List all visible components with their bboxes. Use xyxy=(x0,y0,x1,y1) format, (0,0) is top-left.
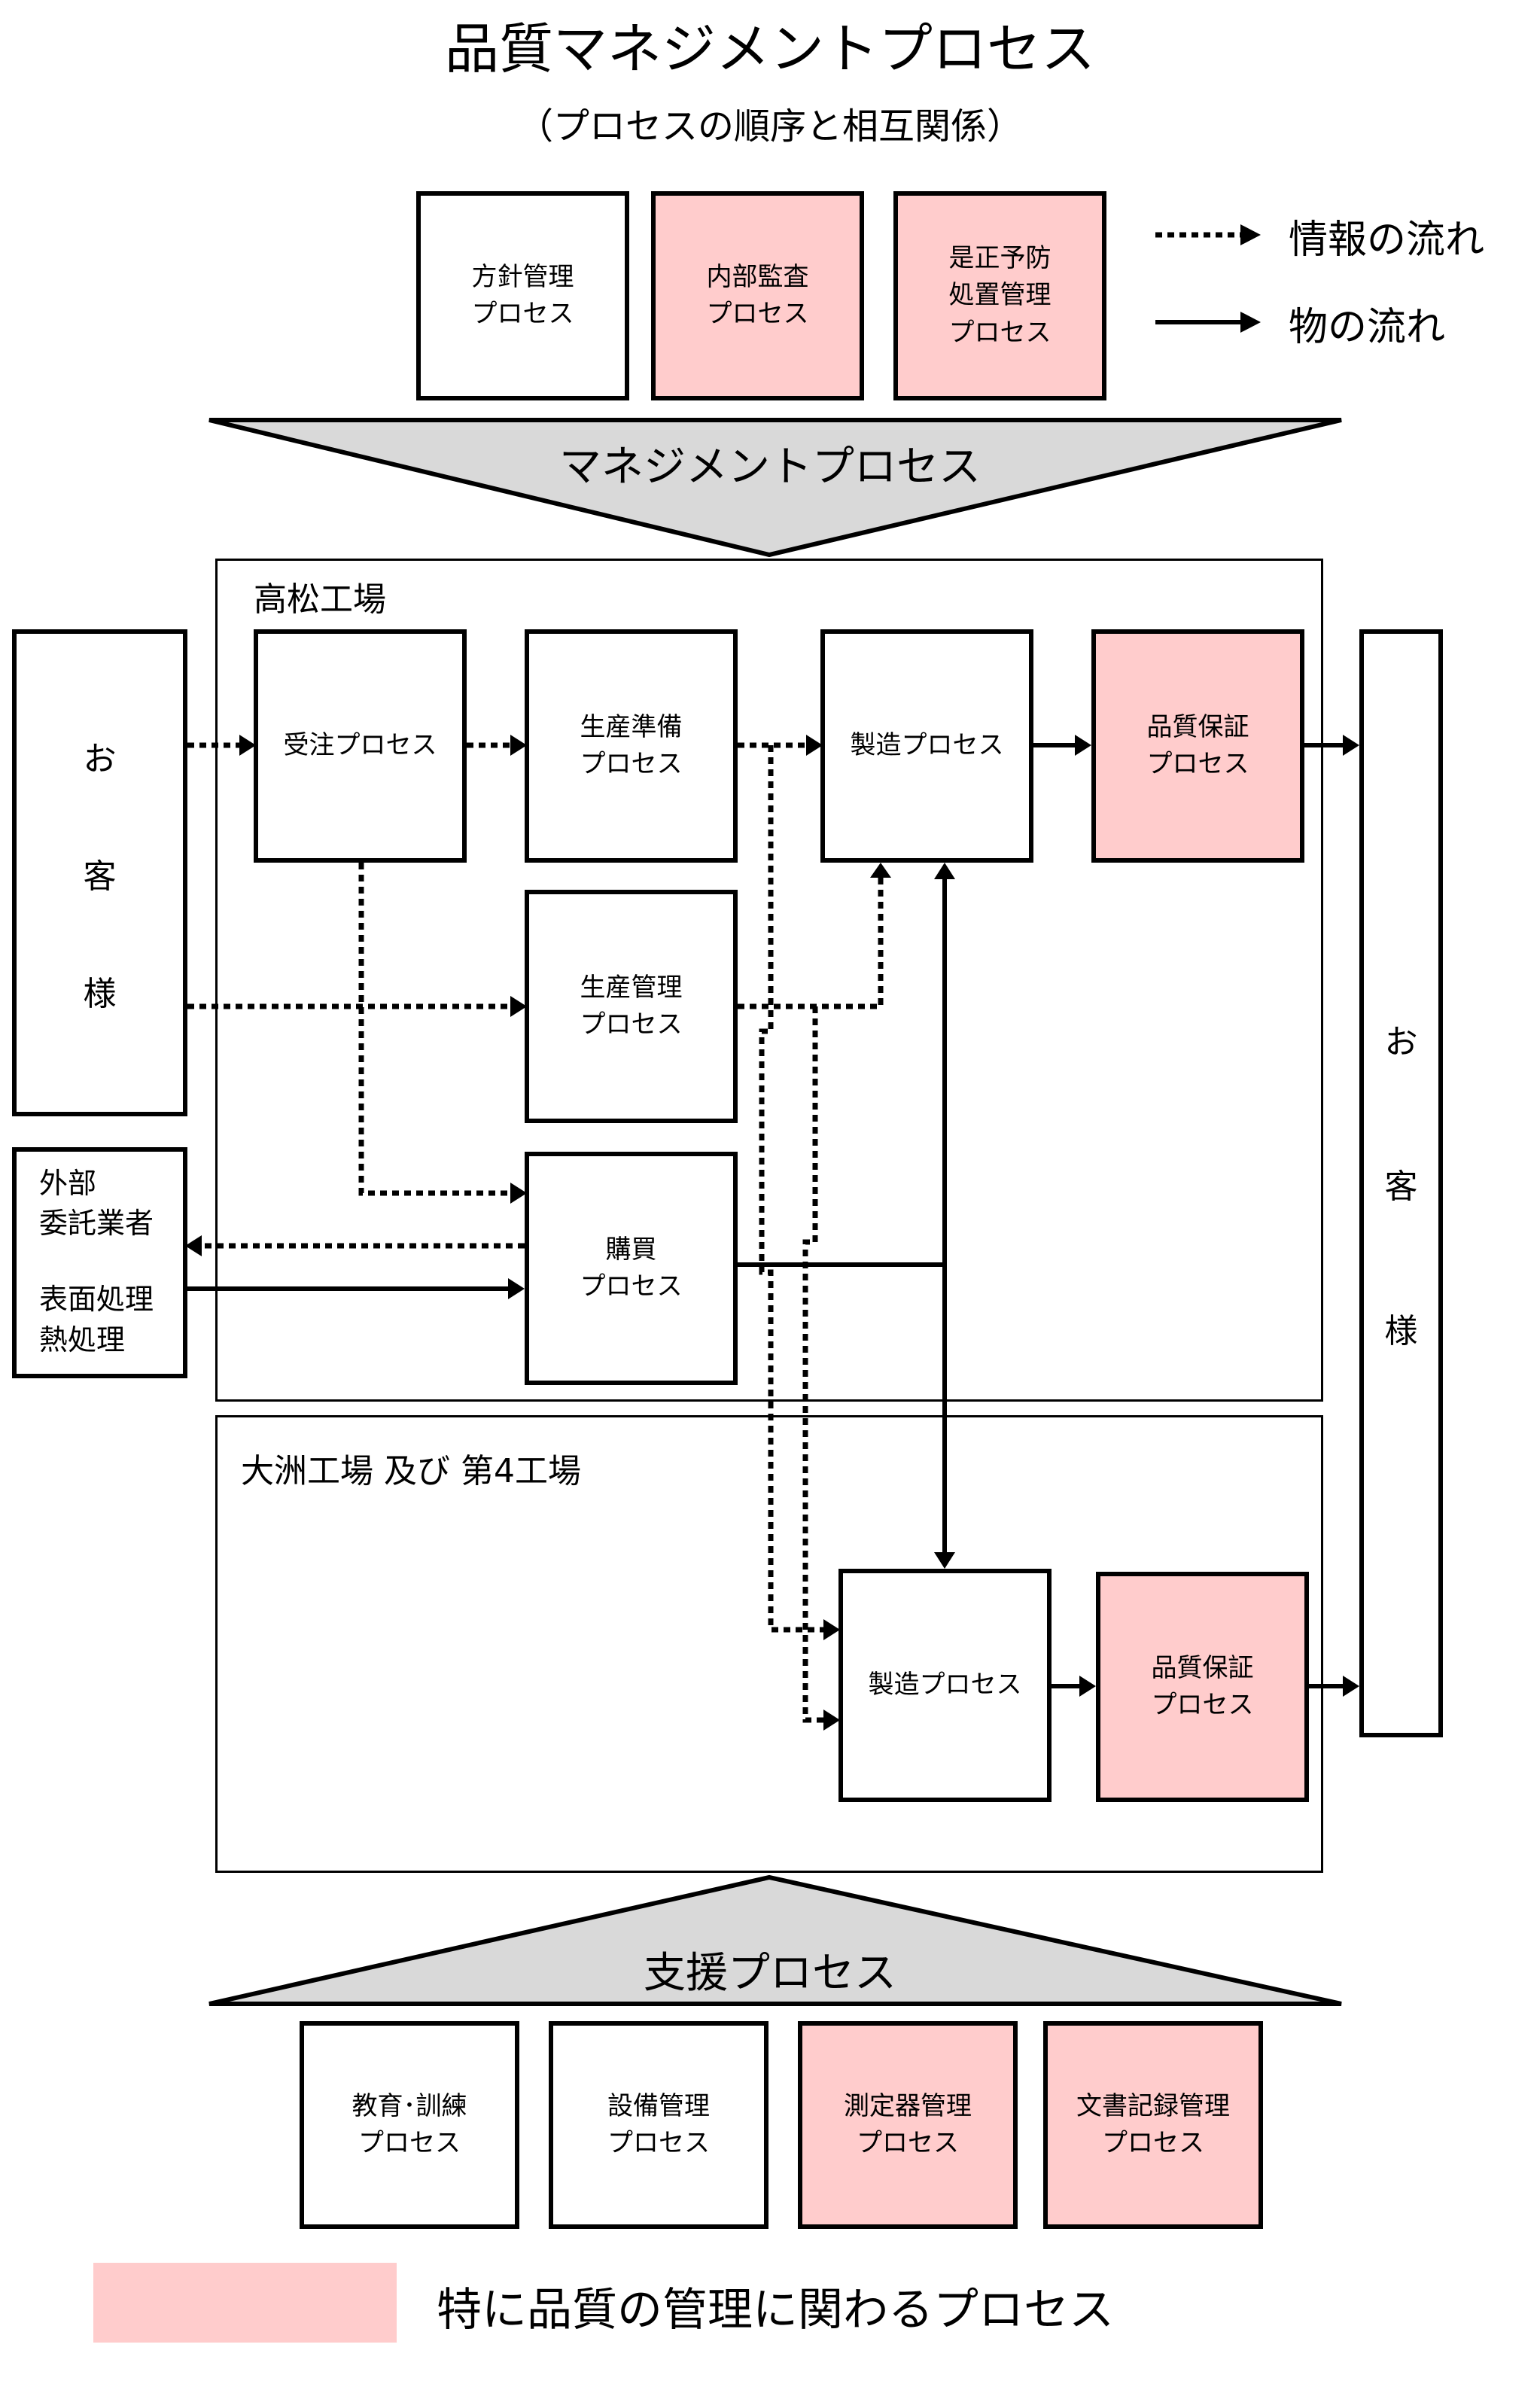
customer-right-box: お 客 様 xyxy=(1359,629,1443,1737)
goods-flow-lines xyxy=(187,743,1344,1688)
management-banner-shape xyxy=(208,418,1342,558)
takamatsu-factory-label: 高松工場 xyxy=(254,580,386,619)
customer-right-char-2: 客 xyxy=(1384,1168,1418,1206)
corrective-preventive-action-process-box: 是正予防 処置管理 プロセス xyxy=(893,191,1106,400)
page-subtitle: （プロセスの順序と相互関係） xyxy=(516,105,1023,148)
information-flow-arrowheads xyxy=(185,735,891,1731)
information-flow-lines xyxy=(187,742,884,1723)
customer-left-box: お 客 様 xyxy=(12,629,187,1116)
equipment-management-process-box: 設備管理 プロセス xyxy=(549,2021,768,2229)
external-contractor-box: 外部 委託業者 表面処理 熱処理 xyxy=(12,1147,187,1378)
ozu-factory-label: 大洲工場 及び 第4工場 xyxy=(241,1452,581,1490)
takamatsu-factory-region xyxy=(215,559,1323,1402)
education-training-process-box: 教育･訓練 プロセス xyxy=(300,2021,519,2229)
legend-goods-flow-label: 物の流れ xyxy=(1289,305,1446,350)
customer-right-char-3: 様 xyxy=(1384,1312,1418,1350)
goods-flow-arrowheads xyxy=(508,735,1359,1697)
quality-highlight-swatch xyxy=(93,2263,397,2343)
customer-left-char-3: 様 xyxy=(83,974,117,1013)
document-record-management-process-box: 文書記録管理 プロセス xyxy=(1043,2021,1263,2229)
external-contractor-line-2: 委託業者 xyxy=(39,1207,154,1241)
external-contractor-line-4: 熱処理 xyxy=(39,1323,126,1356)
page-title: 品質マネジメントプロセス xyxy=(444,17,1095,81)
legend-info-flow-label: 情報の流れ xyxy=(1289,218,1485,263)
support-banner-label: 支援プロセス xyxy=(644,1949,896,1998)
customer-right-char-1: お xyxy=(1384,1023,1418,1061)
measuring-instrument-management-process-box: 測定器管理 プロセス xyxy=(798,2021,1018,2229)
policy-management-process-box: 方針管理 プロセス xyxy=(416,191,629,400)
external-contractor-line-1: 外部 xyxy=(39,1167,97,1200)
support-banner-shape xyxy=(208,1874,1342,2006)
purchasing-process-box: 購買 プロセス xyxy=(525,1152,738,1385)
customer-left-char-2: 客 xyxy=(83,857,117,896)
internal-audit-process-box: 内部監査 プロセス xyxy=(651,191,864,400)
order-receipt-process-box: 受注プロセス xyxy=(254,629,467,863)
production-prep-process-box: 生産準備 プロセス xyxy=(525,629,738,863)
production-control-process-box: 生産管理 プロセス xyxy=(525,890,738,1123)
customer-left-char-1: お xyxy=(83,739,117,778)
management-banner-label: マネジメントプロセス xyxy=(559,443,981,492)
ozu-manufacturing-process-box: 製造プロセス xyxy=(838,1569,1052,1802)
takamatsu-manufacturing-process-box: 製造プロセス xyxy=(820,629,1033,863)
external-contractor-line-3: 表面処理 xyxy=(39,1283,154,1317)
ozu-quality-assurance-process-box: 品質保証 プロセス xyxy=(1096,1572,1309,1802)
quality-highlight-note: 特に品質の管理に関わるプロセス xyxy=(437,2284,1114,2337)
takamatsu-quality-assurance-process-box: 品質保証 プロセス xyxy=(1091,629,1304,863)
